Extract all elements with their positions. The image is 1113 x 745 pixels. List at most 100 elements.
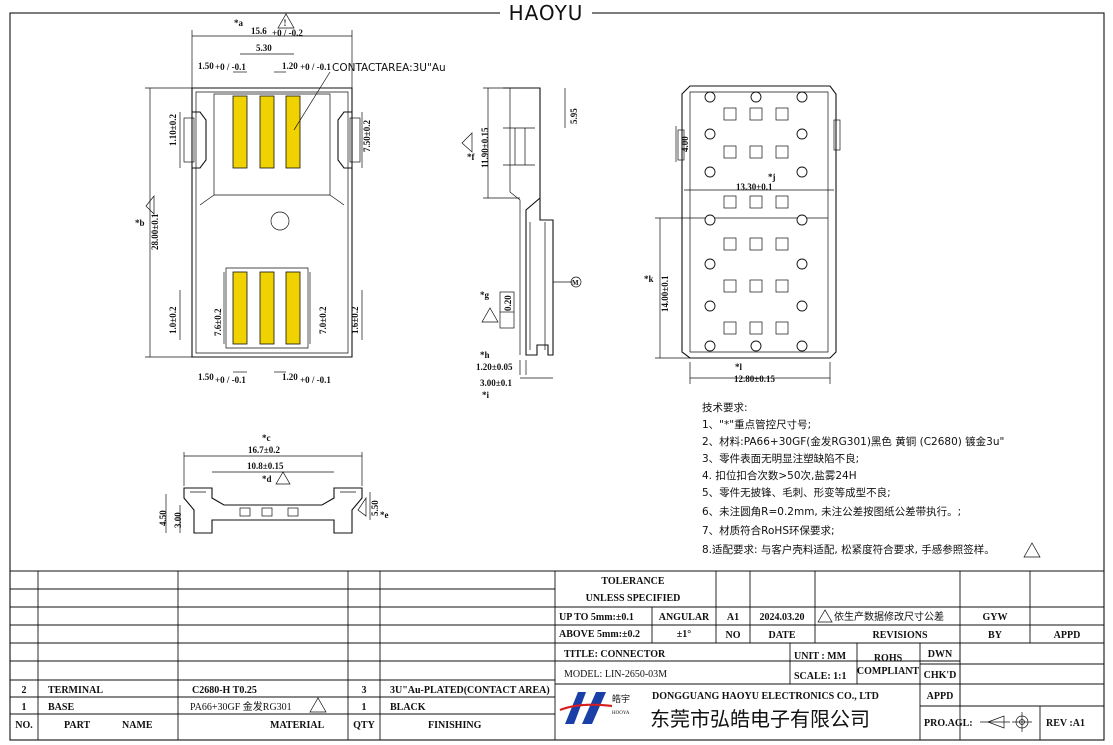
gold-contact-pad xyxy=(232,271,248,345)
gold-contact-pad xyxy=(285,95,301,169)
dim-total-width-tol: +0 / -0.2 xyxy=(272,28,303,38)
rev-no: A1 xyxy=(727,612,739,623)
dim-bottom-pitch-right: 1.20 xyxy=(282,372,298,382)
top-view: *a 15.6 +0 / -0.2 ! 5.30 1.50 +0 / -0.1 … xyxy=(135,13,446,385)
warning-triangle-icon xyxy=(145,195,155,215)
dim-center-span: 5.30 xyxy=(256,43,272,53)
dim-a-label: *a xyxy=(234,18,244,28)
bom-row-no: 1 xyxy=(22,702,27,713)
tolerance-up-to: UP TO 5mm:±0.1 xyxy=(559,612,634,623)
dim-inner: 10.8±0.15 xyxy=(247,461,284,471)
dim-i-label: *i xyxy=(482,390,490,400)
gold-contact-pad xyxy=(232,95,248,169)
side-view: *f 11.90±0.15 5.95 *g 0.20 M *h 1.20±0.0… xyxy=(461,87,582,400)
locating-hole xyxy=(270,211,290,231)
contact-area-note: CONTACTAREA:3U"Au xyxy=(332,62,446,74)
note-item: 6、未注圆角R=0.2mm, 未注公差按图纸公差带执行。; xyxy=(702,505,961,518)
angular-value: ±1° xyxy=(677,629,692,640)
logo-en-text: HOOYA xyxy=(612,711,630,716)
warning-triangle-icon xyxy=(817,609,833,623)
rev-header-revisions: REVISIONS xyxy=(872,630,927,641)
title-label: TITLE: CONNECTOR xyxy=(564,649,666,660)
dim-bottom-pitch-left-tol: +0 / -0.1 xyxy=(215,375,246,385)
projection-symbol-icon xyxy=(980,712,1032,732)
scale-label: SCALE: 1:1 xyxy=(794,671,847,682)
dim-pitch-right: 1.20 xyxy=(282,61,298,71)
dim-outer: 16.7±0.2 xyxy=(248,445,280,455)
dim-bottom-pitch-right-tol: +0 / -0.1 xyxy=(300,375,331,385)
dim-height-lower: 14.00±0.1 xyxy=(660,275,670,312)
logo-cn-text: 皓宇 xyxy=(612,693,630,704)
rev-header-appd: APPD xyxy=(1054,630,1081,641)
dim-e-label: *e xyxy=(380,510,389,520)
dim-h2: 3.00 xyxy=(173,512,183,528)
bom-row-no: 2 xyxy=(22,685,27,696)
dim-right: 5.50 xyxy=(370,500,380,516)
tolerance-above: ABOVE 5mm:±0.2 xyxy=(559,629,640,640)
bom-header-finishing: FINISHING xyxy=(428,720,482,731)
model-label: MODEL: LIN-2650-03M xyxy=(564,669,667,680)
dim-b-label: *b xyxy=(135,218,145,228)
warning-triangle-icon xyxy=(275,471,291,485)
dim-h-label: *h xyxy=(480,350,490,360)
warning-triangle-icon xyxy=(357,496,367,517)
bom-header-no: NO. xyxy=(15,720,33,731)
title-block: 2 TERMINAL C2680-H T0.25 3 3U"Au-PLATED(… xyxy=(10,570,1104,740)
dim-right-upper: 7.50±0.2 xyxy=(362,120,372,152)
notes-title: 技术要求: xyxy=(702,401,748,414)
bom-row-qty: 1 xyxy=(362,702,367,713)
note-item: 1、"*"重点管控尺寸号; xyxy=(702,418,811,431)
rev-date: 2024.03.20 xyxy=(760,612,805,623)
warning-triangle-icon xyxy=(461,132,473,153)
dim-pitch-right-tol: +0 / -0.1 xyxy=(300,62,331,72)
dim-inner-width: 13.30±0.1 xyxy=(736,182,773,192)
bom-row-qty: 3 xyxy=(362,685,367,696)
brand-title: HAOYU xyxy=(509,1,584,25)
note-item: 7、材质符合RoHS环保要求; xyxy=(702,524,835,537)
bom-row-material: C2680-H T0.25 xyxy=(192,685,257,696)
datum-marker xyxy=(570,276,582,288)
bom-row-material: PA66+30GF 金发RG301 xyxy=(190,700,292,713)
rev-header-date: DATE xyxy=(768,630,795,641)
dim-left-lower: 1.0±0.2 xyxy=(168,306,178,334)
bom-row-finishing: 3U"Au-PLATED(CONTACT AREA) xyxy=(390,685,550,696)
rohs-label: ROHS xyxy=(874,653,903,664)
bottom-view: 4.00 *j 13.30±0.1 *k 14.00±0.1 *l 12.80±… xyxy=(644,85,841,384)
terminal-window-grid xyxy=(723,107,789,335)
dim-pitch-left-tol: +0 / -0.1 xyxy=(215,62,246,72)
warning-triangle-icon xyxy=(481,307,499,323)
dim-j-label: *j xyxy=(768,172,776,182)
note-item: 8.适配要求: 与客户壳料适配, 松紧度符合要求, 手感参照签样。 xyxy=(702,543,995,556)
dim-total-width: 15.6 xyxy=(251,26,267,36)
appd-label: APPD xyxy=(927,691,954,702)
gold-contact-pad xyxy=(259,95,275,169)
bom-row-part: TERMINAL xyxy=(48,685,103,696)
note-item: 5、零件无披锋、毛刺、形变等成型不良; xyxy=(702,486,891,499)
unit-label: UNIT : MM xyxy=(794,651,847,662)
dim-pad-lower-left: 7.6±0.2 xyxy=(213,308,223,336)
svg-text:!: ! xyxy=(284,18,287,28)
dim-outer-width: 12.80±0.15 xyxy=(734,374,775,384)
dim-total-length: 28.00±0.1 xyxy=(150,213,160,250)
vent-hole-array xyxy=(704,91,808,352)
rev-by: GYW xyxy=(983,612,1008,623)
projection-angle-label: PRO.AGL: xyxy=(924,718,973,729)
note-item: 3、零件表面无明显注塑缺陷不良; xyxy=(702,452,859,465)
end-view: *c 16.7±0.2 10.8±0.15 *d 4.50 3.00 5.50 … xyxy=(158,433,389,534)
company-logo: 皓宇 HOOYA xyxy=(559,692,630,724)
technical-requirements: 技术要求: 1、"*"重点管控尺寸号; 2、材料:PA66+30GF(金发RG3… xyxy=(702,401,1041,558)
dim-h1: 4.50 xyxy=(158,510,168,526)
tolerance-title: TOLERANCE xyxy=(601,576,664,587)
compliant-label: COMPLIANT xyxy=(857,666,920,677)
angular-label: ANGULAR xyxy=(659,612,710,623)
tolerance-subtitle: UNLESS SPECIFIED xyxy=(586,593,681,604)
dim-left-small: 4.00 xyxy=(680,136,690,152)
datum-letter: M xyxy=(572,279,579,287)
dim-pad-lower-right: 7.0±0.2 xyxy=(318,306,328,334)
dim-right-lower: 1.6±0.2 xyxy=(350,306,360,334)
dim-bottom-pitch-left: 1.50 xyxy=(198,372,214,382)
dim-g-label: *g xyxy=(480,290,490,300)
warning-triangle-icon xyxy=(1023,542,1041,558)
company-name-cn: 东莞市弘皓电子有限公司 xyxy=(650,707,870,731)
